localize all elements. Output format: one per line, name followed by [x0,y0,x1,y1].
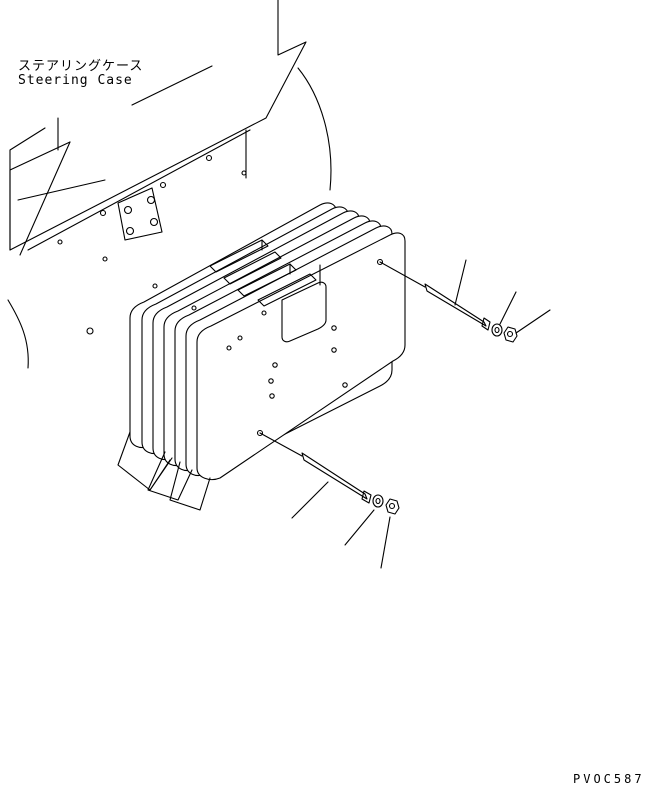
drawing-code: PVOC587 [573,772,645,786]
mounting-plate [117,187,163,241]
steering-case-housing [7,0,332,369]
spacer-blocks [117,431,211,511]
counterweight-plate-stack [129,202,406,481]
lower-nut [380,498,400,569]
housing-bolt-holes [57,154,247,335]
upper-nut [503,309,551,343]
lower-washer [344,494,384,546]
lower-tie-bolt [259,432,372,519]
upper-tie-bolt [379,259,491,331]
plate-holes [191,258,384,437]
upper-washer [491,291,517,337]
lifting-handle-slot [281,281,327,343]
steering-case-label-jp: ステアリングケース [18,59,144,74]
plate-top-tabs [209,239,321,307]
steering-case-label-en: Steering Case [18,73,133,88]
